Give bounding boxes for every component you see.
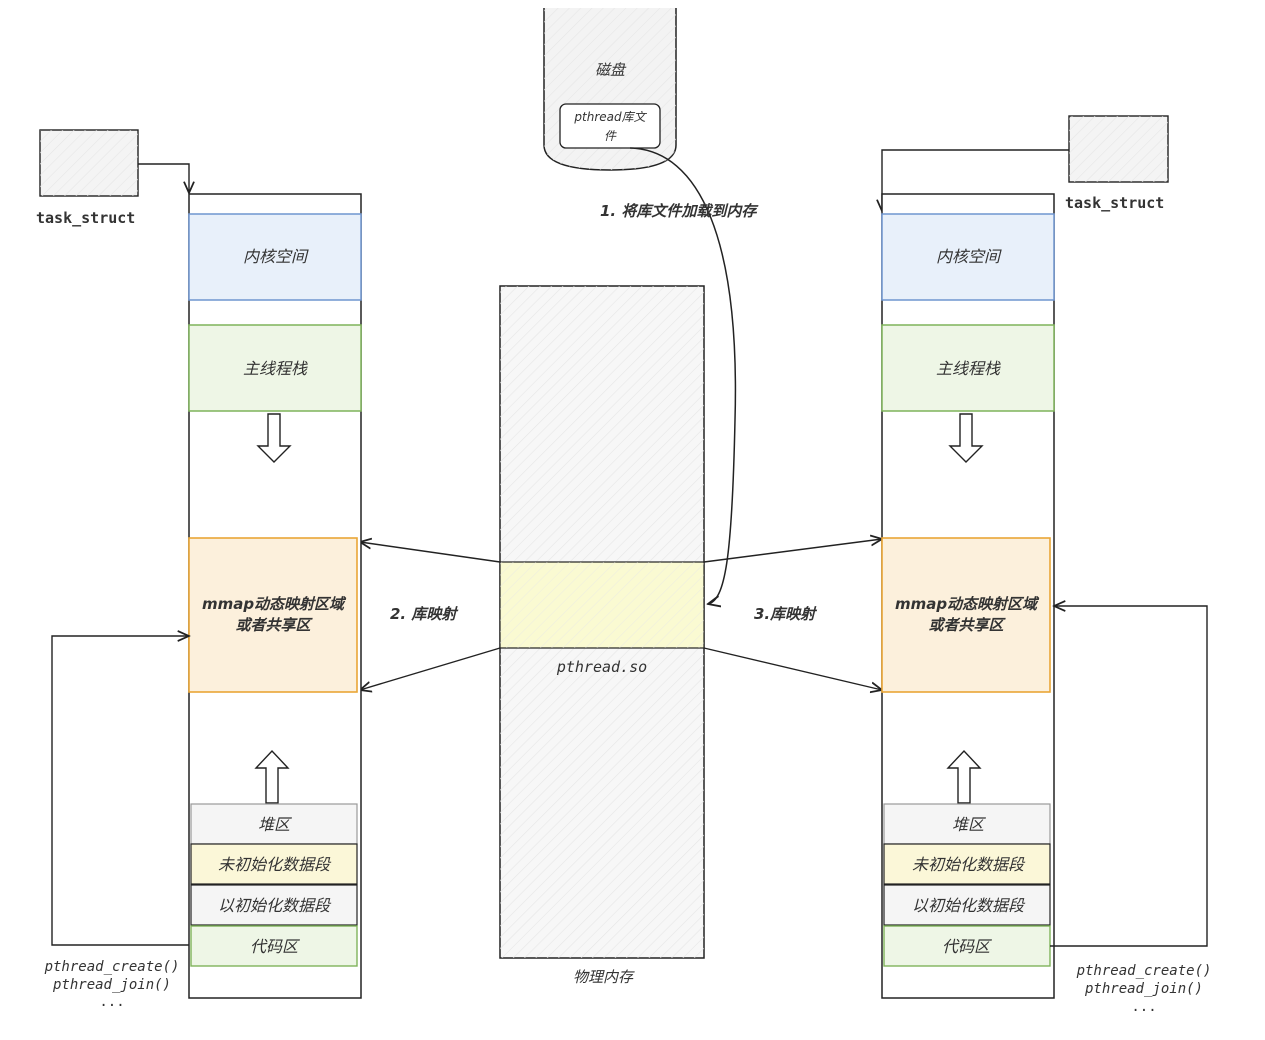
left-mmap-region	[188, 537, 358, 693]
pthread-so-label: pthread.so	[556, 658, 647, 676]
left-kernel-space	[188, 213, 362, 301]
right-task-struct-label: task_struct	[1065, 194, 1164, 212]
right-stack-down-arrow	[948, 413, 984, 463]
right-mmap-label-line2: 或者共享区	[928, 616, 1006, 634]
left-call-join: pthread_join()	[52, 977, 171, 993]
left-stack-down-arrow	[256, 413, 292, 463]
disk-cylinder: 磁盘 pthread库文 件	[543, 8, 677, 171]
left-heap-up-arrow	[254, 749, 290, 804]
load-arrow	[629, 147, 737, 604]
lib-file-label-line2: 件	[604, 129, 617, 143]
left-call-more: ...	[99, 994, 124, 1010]
right-heap	[883, 803, 1051, 845]
right-kernel-space	[881, 213, 1055, 301]
left-main-stack	[188, 324, 362, 412]
right-bss-label: 未初始化数据段	[912, 855, 1026, 874]
right-call-more: ...	[1131, 999, 1156, 1015]
left-kernel-space-label: 内核空间	[243, 247, 309, 266]
left-process: task_struct 内核空间 主线程栈 mmap动态映射区域 或者共享区 堆…	[36, 129, 362, 1010]
right-mmap-region	[881, 537, 1051, 693]
step-map-left-label: 2. 库映射	[390, 605, 459, 623]
physical-memory-label: 物理内存	[573, 968, 635, 986]
step-map-right-label: 3.库映射	[754, 605, 818, 623]
right-process: task_struct 内核空间 主线程栈 mmap动态映射区域 或者共享区 堆…	[881, 115, 1212, 1015]
lib-file-label-line1: pthread库文	[573, 110, 647, 124]
right-code-segment-label: 代码区	[942, 937, 992, 956]
left-data-segment	[190, 884, 358, 926]
right-data-segment-label: 以初始化数据段	[912, 896, 1026, 915]
left-call-arrow	[51, 636, 189, 946]
left-heap	[190, 803, 358, 845]
left-data-segment-label: 以初始化数据段	[218, 896, 332, 915]
right-code-segment	[883, 925, 1051, 967]
left-bss	[190, 843, 358, 885]
left-task-pointer	[138, 163, 189, 193]
map-arrow-right-top	[703, 539, 882, 563]
step-load-label: 1. 将库文件加载到内存	[600, 202, 759, 220]
physical-memory: pthread.so 物理内存	[499, 285, 705, 986]
left-main-stack-label: 主线程栈	[243, 359, 308, 378]
right-main-stack-label: 主线程栈	[936, 359, 1001, 378]
right-call-join: pthread_join()	[1084, 981, 1203, 997]
map-arrow-left-top	[360, 542, 501, 563]
right-heap-up-arrow	[946, 749, 982, 804]
right-mmap-label-line1: mmap动态映射区域	[895, 595, 1040, 613]
left-code-segment	[190, 925, 358, 967]
disk-label: 磁盘	[595, 61, 627, 79]
right-bss	[883, 843, 1051, 885]
left-mmap-label-line2: 或者共享区	[235, 616, 313, 634]
left-bss-label: 未初始化数据段	[218, 855, 332, 874]
right-data-segment	[883, 884, 1051, 926]
left-code-segment-label: 代码区	[250, 937, 300, 956]
right-task-pointer	[882, 149, 1069, 211]
left-heap-label: 堆区	[258, 815, 292, 834]
right-call-arrow	[1050, 606, 1208, 947]
right-call-create: pthread_create()	[1076, 963, 1212, 979]
left-task-struct-label: task_struct	[36, 209, 135, 227]
right-heap-label: 堆区	[952, 815, 986, 834]
left-mmap-label-line1: mmap动态映射区域	[202, 595, 347, 613]
right-main-stack	[881, 324, 1055, 412]
map-arrow-right-bottom	[703, 647, 882, 690]
left-call-create: pthread_create()	[44, 959, 180, 975]
pthread-lib-file	[559, 103, 661, 149]
right-kernel-space-label: 内核空间	[936, 247, 1002, 266]
map-arrow-left-bottom	[360, 647, 501, 690]
